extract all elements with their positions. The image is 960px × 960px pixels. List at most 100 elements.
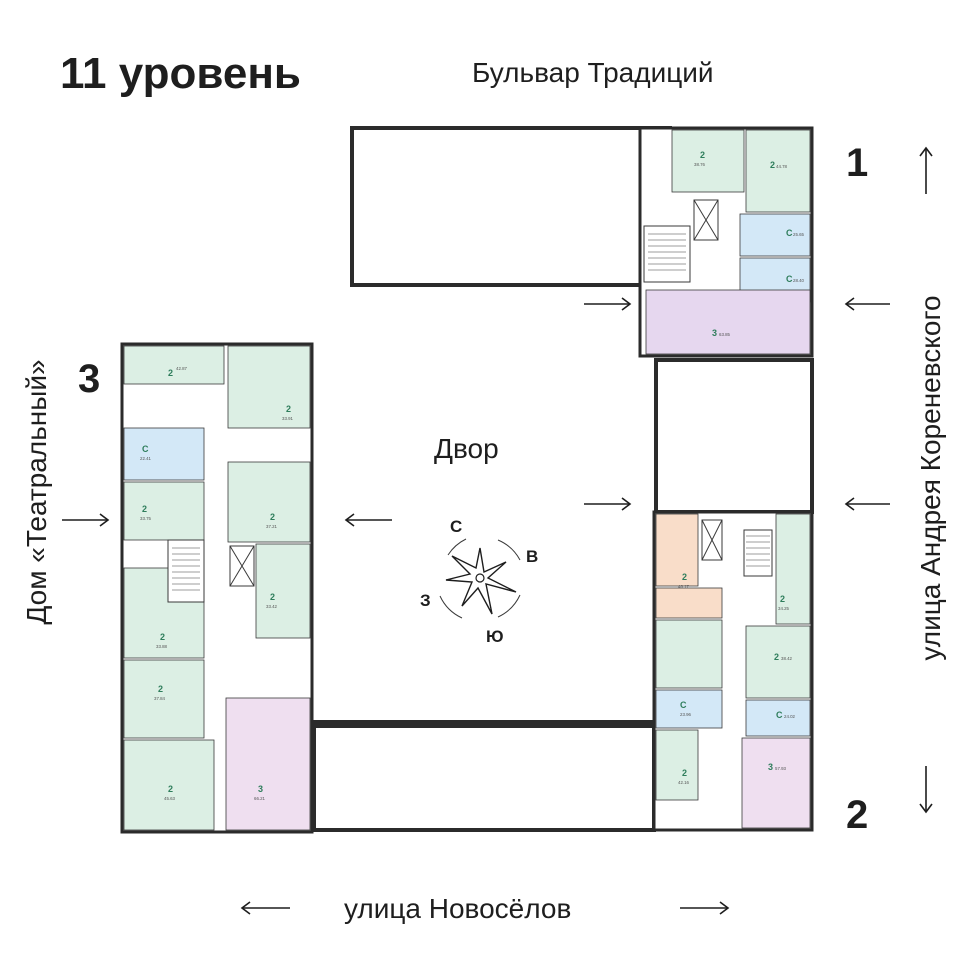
apt-s2-6[interactable] — [655, 729, 699, 801]
svg-text:2: 2 — [168, 368, 173, 378]
svg-text:С: С — [786, 228, 793, 238]
svg-text:С: С — [142, 444, 149, 454]
street-north: Бульвар Традиций — [472, 57, 714, 88]
apt-s2-4[interactable] — [655, 689, 723, 729]
apt-s2-7[interactable] — [741, 737, 811, 829]
apt-s2-1[interactable] — [655, 587, 723, 619]
svg-text:42.16: 42.16 — [678, 780, 690, 785]
section-3-number: 3 — [78, 357, 100, 401]
apt-s3-8[interactable] — [123, 659, 205, 739]
lower-passage-outline — [312, 724, 656, 832]
street-arrows — [240, 146, 933, 915]
svg-text:2: 2 — [770, 160, 775, 170]
svg-text:2: 2 — [158, 684, 163, 694]
svg-text:44.78: 44.78 — [776, 164, 788, 169]
svg-text:3: 3 — [768, 762, 773, 772]
entrance-arrows — [62, 297, 890, 527]
svg-text:2: 2 — [270, 592, 275, 602]
arrow-left-icon — [844, 297, 890, 311]
street-south: улица Новосёлов — [344, 893, 571, 924]
svg-text:37.21: 37.21 — [266, 524, 278, 529]
svg-text:34.25: 34.25 — [778, 606, 790, 611]
svg-text:2: 2 — [286, 404, 291, 414]
arrow-up-icon — [919, 146, 933, 194]
apt-s2-1a[interactable] — [655, 513, 699, 587]
apt-s3-10[interactable] — [225, 697, 311, 831]
apt-s3-3[interactable] — [123, 427, 205, 481]
arrow-down-icon — [919, 766, 933, 814]
compass-west: З — [420, 591, 431, 610]
apt-s2-2[interactable] — [775, 513, 811, 625]
section-2: 2 46.17 2 34.25 2 38.42 С 23.96 С 24.02 … — [652, 510, 814, 832]
upper-block-outline — [350, 126, 672, 287]
svg-text:45.63: 45.63 — [164, 796, 176, 801]
svg-text:38.76: 38.76 — [694, 162, 706, 167]
page-title: 11 уровень — [60, 49, 301, 98]
apt-s3-5[interactable] — [227, 461, 311, 543]
svg-text:33.91: 33.91 — [282, 416, 294, 421]
east-gap-outline — [654, 358, 814, 514]
arrow-right-icon — [680, 901, 730, 915]
compass-rose: С В Ю З — [420, 517, 538, 646]
apt-s3-4[interactable] — [123, 481, 205, 541]
svg-text:33.42: 33.42 — [266, 604, 278, 609]
svg-text:2: 2 — [682, 572, 687, 582]
svg-text:46.17: 46.17 — [678, 584, 690, 589]
section-1: 2 38.76 2 44.78 С 25.65 С 28.40 3 63.85 — [638, 126, 814, 358]
arrow-right-icon — [584, 497, 632, 511]
section-3: 2 42.87 2 33.91 С 22.41 2 33.75 2 37.21 … — [120, 342, 314, 834]
svg-text:38.42: 38.42 — [781, 656, 793, 661]
svg-text:33.88: 33.88 — [156, 644, 168, 649]
apt-s2-3[interactable] — [745, 625, 811, 699]
arrow-left-icon — [844, 497, 890, 511]
svg-text:2: 2 — [780, 594, 785, 604]
apt-s3-6[interactable] — [255, 543, 311, 639]
section-2-number: 2 — [846, 793, 868, 837]
s3-elevator — [229, 545, 255, 587]
apt-s3-2[interactable] — [227, 345, 311, 429]
compass-east: В — [526, 547, 538, 566]
apt-s1-3[interactable] — [739, 213, 811, 257]
svg-text:24.02: 24.02 — [784, 714, 796, 719]
svg-text:3: 3 — [258, 784, 263, 794]
apt-s2-6a[interactable] — [655, 619, 723, 689]
section-1-number: 1 — [846, 141, 868, 185]
svg-text:63.85: 63.85 — [719, 332, 731, 337]
street-east: улица Андрея Кореневского — [915, 295, 946, 660]
apt-s1-1[interactable] — [671, 129, 745, 193]
svg-text:2: 2 — [168, 784, 173, 794]
s1-elevator — [693, 199, 719, 241]
s1-stairwell — [643, 225, 691, 283]
svg-text:33.75: 33.75 — [140, 516, 152, 521]
svg-text:С: С — [680, 700, 687, 710]
svg-text:3: 3 — [712, 328, 717, 338]
apt-s3-1[interactable] — [123, 345, 225, 385]
apt-s1-5[interactable] — [645, 289, 811, 355]
svg-text:42.87: 42.87 — [176, 366, 188, 371]
compass-north: С — [450, 517, 462, 536]
apt-s2-5[interactable] — [745, 699, 811, 737]
svg-text:28.40: 28.40 — [793, 278, 805, 283]
svg-text:2: 2 — [270, 512, 275, 522]
apt-s3-9[interactable] — [123, 739, 215, 831]
svg-text:2: 2 — [142, 504, 147, 514]
svg-text:2: 2 — [774, 652, 779, 662]
svg-text:22.41: 22.41 — [140, 456, 152, 461]
arrow-right-icon — [62, 513, 110, 527]
svg-text:57.93: 57.93 — [775, 766, 787, 771]
svg-text:37.84: 37.84 — [154, 696, 166, 701]
apt-s1-2[interactable] — [745, 129, 811, 213]
svg-text:2: 2 — [700, 150, 705, 160]
svg-text:23.96: 23.96 — [680, 712, 692, 717]
s2-elevator — [701, 519, 723, 561]
svg-text:2: 2 — [160, 632, 165, 642]
svg-text:66.21: 66.21 — [254, 796, 266, 801]
s2-stairwell — [743, 529, 773, 577]
arrow-left-icon — [344, 513, 392, 527]
street-west: Дом «Театральный» — [21, 359, 52, 624]
svg-text:25.65: 25.65 — [793, 232, 805, 237]
compass-south: Ю — [486, 627, 504, 646]
svg-text:С: С — [786, 274, 793, 284]
arrow-left-icon — [240, 901, 290, 915]
